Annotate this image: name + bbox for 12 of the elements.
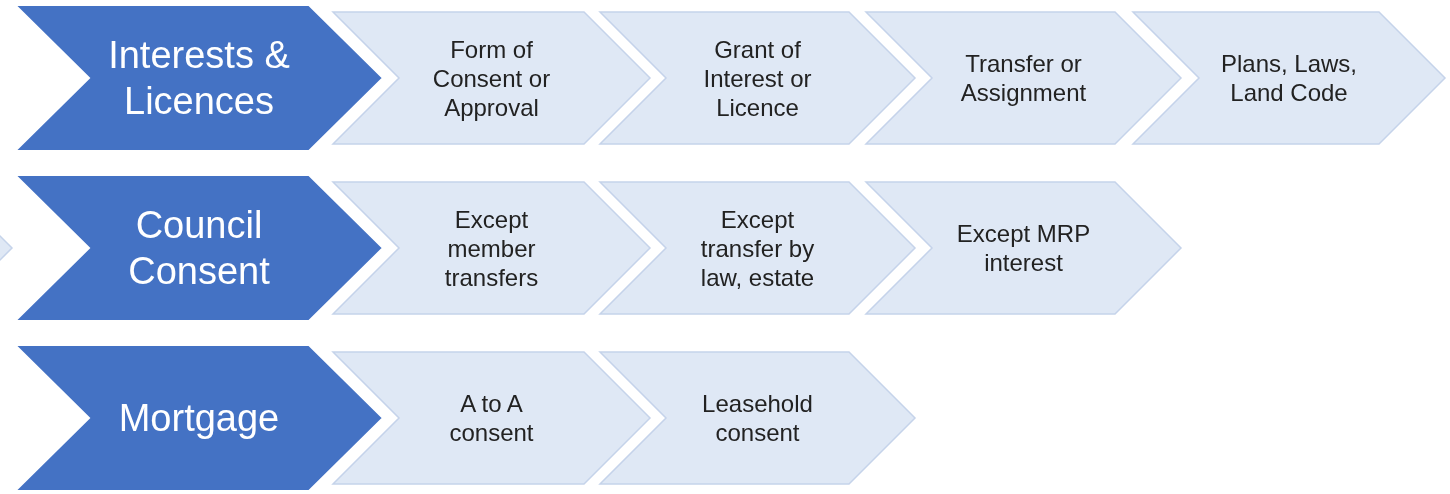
stage-heading: Interests & Licences [107,33,291,124]
step-label: Except member transfers [443,204,540,292]
step-label: Transfer or Assignment [959,49,1088,107]
step-label: Grant of Interest or Licence [702,34,813,122]
stage-heading: Council Consent [127,203,271,294]
step-label: Except MRP interest [955,219,1092,277]
stage-heading: Mortgage [118,396,280,441]
step-label: Leasehold consent [701,389,814,447]
step-label: Form of Consent or Approval [431,34,552,122]
step-label: Plans, Laws, Land Code [1219,49,1359,107]
step-label: A to A consent [448,389,535,447]
step-label: Except transfer by law, estate [699,204,816,292]
